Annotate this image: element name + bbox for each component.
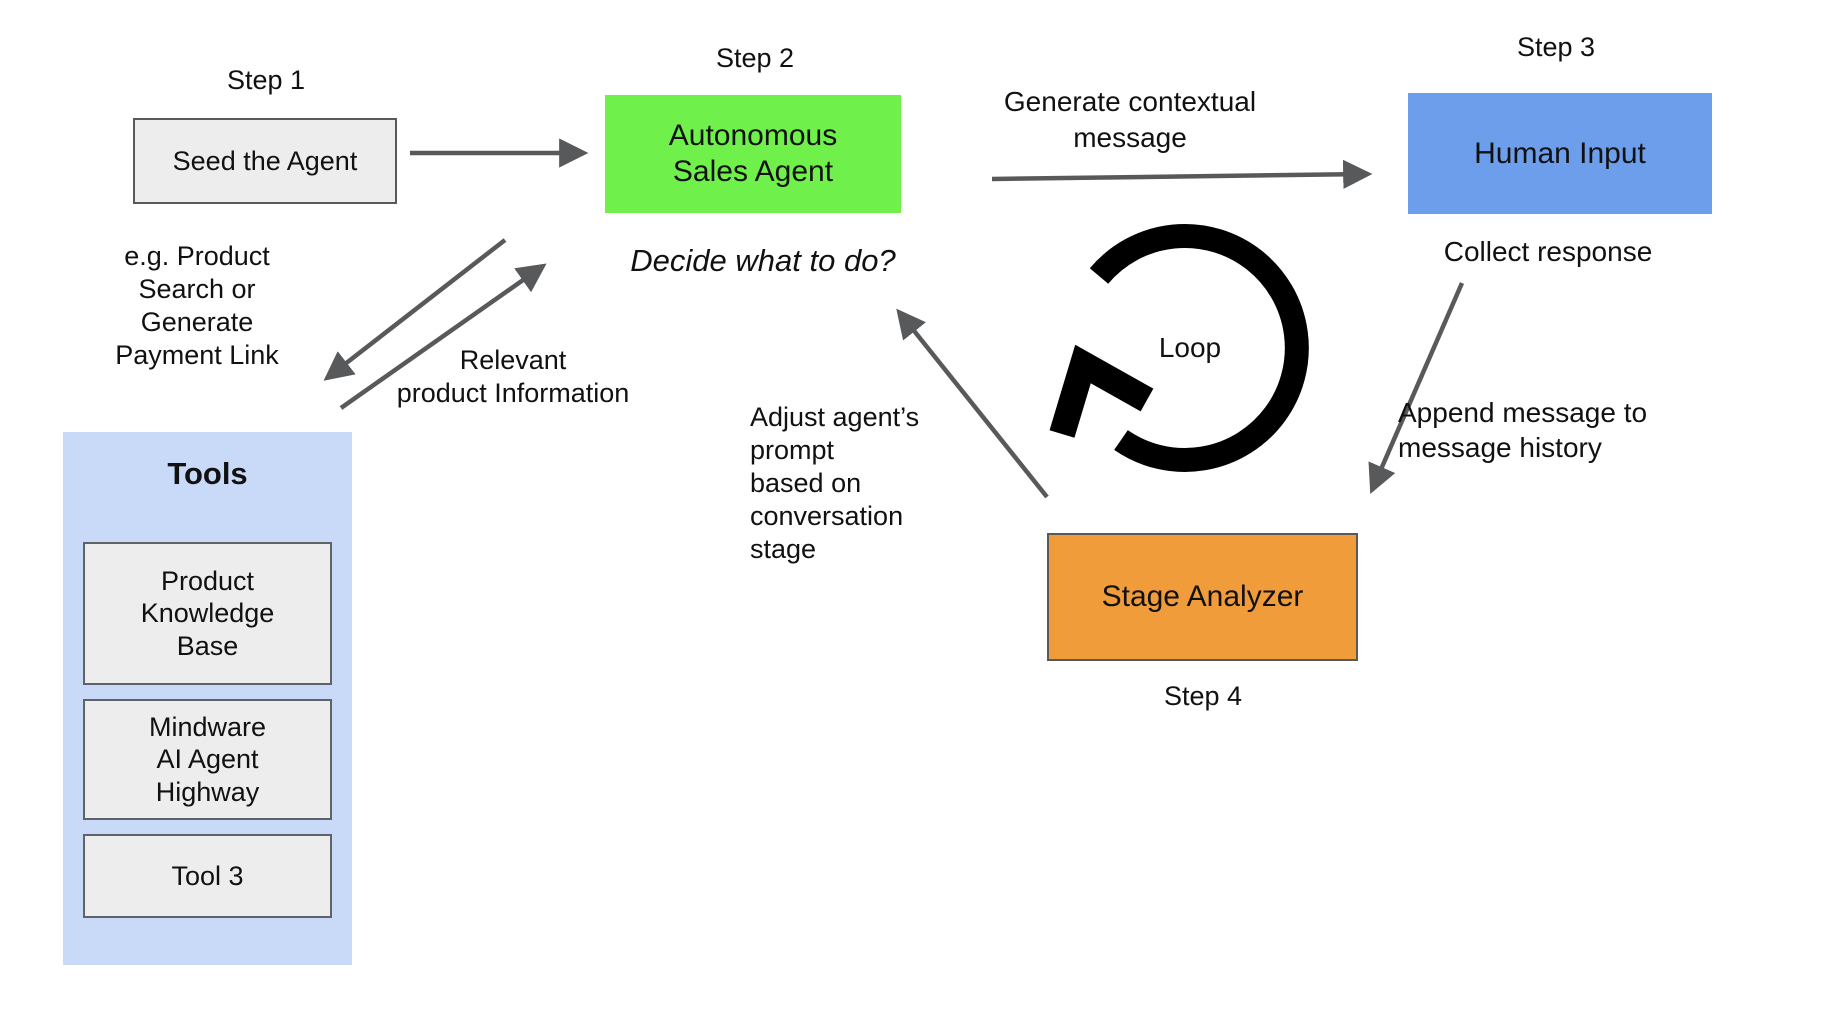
step2-label: Step 2 bbox=[715, 43, 795, 73]
tool-product-knowledge-base: Product Knowledge Base bbox=[83, 542, 332, 685]
arrow-agent-to-human bbox=[991, 159, 1373, 189]
arrow-stage-to-agent bbox=[896, 308, 1049, 499]
tools-title: Tools bbox=[167, 456, 248, 491]
autonomous-sales-agent-node: Autonomous Sales Agent bbox=[605, 95, 901, 213]
stage-analyzer-node: Stage Analyzer bbox=[1047, 533, 1358, 661]
step4-label: Step 4 bbox=[1163, 681, 1243, 711]
seed-agent-node: Seed the Agent bbox=[133, 118, 397, 204]
arrow-agent-to-tools bbox=[323, 238, 507, 381]
loop-icon bbox=[1049, 223, 1309, 472]
adjust-prompt-label: Adjust agent’s prompt based on conversat… bbox=[750, 402, 920, 564]
decide-what-to-do-label: Decide what to do? bbox=[630, 243, 896, 278]
arrow-human-to-stage bbox=[1368, 282, 1465, 495]
example-tools-label: e.g. Product Search or Generate Payment … bbox=[115, 241, 279, 370]
append-message-label: Append message to message history bbox=[1398, 397, 1648, 463]
loop-label: Loop bbox=[1158, 332, 1222, 363]
tool-3: Tool 3 bbox=[83, 834, 332, 918]
tools-panel: Tools Product Knowledge Base Mindware AI… bbox=[63, 432, 352, 965]
generate-contextual-message-label: Generate contextual message bbox=[1003, 86, 1257, 154]
step1-label: Step 1 bbox=[226, 65, 306, 95]
step3-label: Step 3 bbox=[1516, 32, 1596, 62]
relevant-product-info-label: Relevant product Information bbox=[396, 345, 630, 408]
human-input-node: Human Input bbox=[1408, 93, 1712, 214]
tool-mindware-ai-agent-highway: Mindware AI Agent Highway bbox=[83, 699, 332, 820]
arrow-tools-to-agent bbox=[339, 263, 547, 410]
collect-response-label: Collect response bbox=[1443, 236, 1653, 267]
